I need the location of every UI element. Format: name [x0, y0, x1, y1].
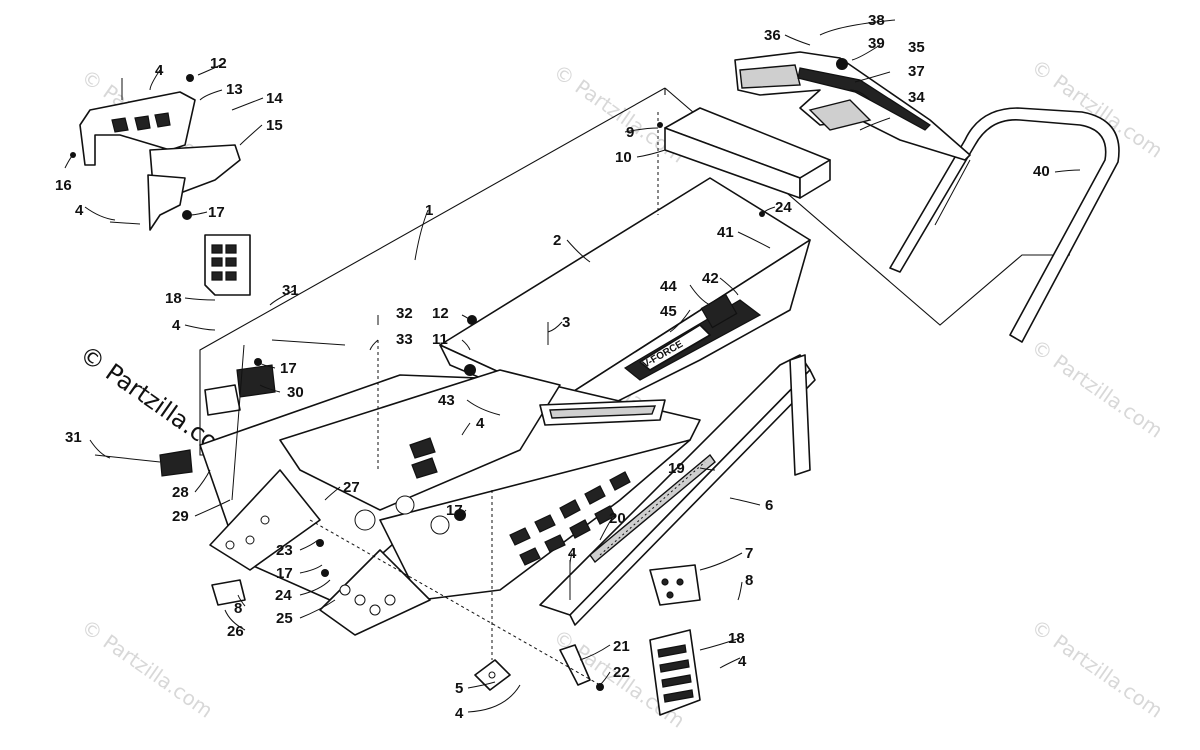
- callout-8: 8: [745, 572, 753, 589]
- callout-36: 36: [764, 27, 781, 44]
- callout-8: 8: [234, 600, 242, 617]
- handwarmer-part: [159, 364, 276, 477]
- callout-17: 17: [208, 204, 225, 221]
- callout-4: 4: [476, 415, 485, 432]
- watermark: © Partzilla.com: [1027, 334, 1167, 442]
- callout-4: 4: [568, 545, 577, 562]
- callout-leaders: [64, 19, 1081, 713]
- callout-35: 35: [908, 39, 925, 56]
- callout-21: 21: [613, 638, 630, 655]
- rear-flap-part: [734, 51, 971, 161]
- callout-17: 17: [446, 502, 463, 519]
- callout-31: 31: [282, 282, 299, 299]
- callout-7: 7: [745, 545, 753, 562]
- callout-44: 44: [660, 278, 677, 295]
- callout-41: 41: [717, 224, 734, 241]
- callout-19: 19: [668, 460, 685, 477]
- callout-17: 17: [280, 360, 297, 377]
- callout-1: 1: [425, 202, 433, 219]
- callout-45: 45: [660, 303, 677, 320]
- callout-25: 25: [276, 610, 293, 627]
- crossmember-part: [539, 399, 666, 426]
- front-bumper-part: [79, 91, 241, 231]
- callout-16: 16: [55, 177, 72, 194]
- callout-18: 18: [728, 630, 745, 647]
- callout-4: 4: [738, 653, 747, 670]
- callout-12: 12: [210, 55, 227, 72]
- callout-18: 18: [165, 290, 182, 307]
- callout-9: 9: [626, 124, 634, 141]
- callout-2: 2: [553, 232, 561, 249]
- callout-26: 26: [227, 623, 244, 640]
- callout-15: 15: [266, 117, 283, 134]
- bracket-26-part: [211, 579, 246, 606]
- callout-12: 12: [432, 305, 449, 322]
- plate-right-part: [649, 629, 701, 716]
- callout-33: 33: [396, 331, 413, 348]
- callout-13: 13: [226, 81, 243, 98]
- callout-22: 22: [613, 664, 630, 681]
- callout-11: 11: [432, 331, 448, 348]
- callout-24: 24: [775, 199, 792, 216]
- callout-6: 6: [765, 497, 773, 514]
- watermark: © Partzilla.com: [1027, 54, 1167, 162]
- callout-20: 20: [609, 510, 626, 527]
- callout-3: 3: [562, 314, 570, 331]
- tunnel-decal-part: V-FORCE: [623, 293, 762, 381]
- bracket-7-part: [649, 564, 701, 606]
- rear-plate-part: [664, 107, 831, 199]
- callout-38: 38: [868, 12, 885, 29]
- callout-39: 39: [868, 35, 885, 52]
- side-rail-part: [589, 453, 716, 564]
- callout-34: 34: [908, 89, 925, 106]
- callout-4: 4: [172, 317, 181, 334]
- callout-17: 17: [276, 565, 293, 582]
- callout-31: 31: [65, 429, 82, 446]
- callout-27: 27: [343, 479, 360, 496]
- callout-4: 4: [155, 62, 164, 79]
- callout-29: 29: [172, 508, 189, 525]
- callout-24: 24: [275, 587, 292, 604]
- watermark: © Partzilla.com: [77, 614, 217, 722]
- chassis-part: [199, 369, 701, 636]
- watermark: © Partzilla.com: [1027, 614, 1167, 722]
- callout-40: 40: [1033, 163, 1050, 180]
- callout-28: 28: [172, 484, 189, 501]
- callout-43: 43: [438, 392, 455, 409]
- callout-23: 23: [276, 542, 293, 559]
- callout-4: 4: [75, 202, 84, 219]
- callout-5: 5: [455, 680, 463, 697]
- callout-14: 14: [266, 90, 283, 107]
- callout-37: 37: [908, 63, 925, 80]
- callout-10: 10: [615, 149, 632, 166]
- callout-42: 42: [702, 270, 719, 287]
- callout-labels: 1 2 3 4 4 4 4 4 4 4 5 6 7 8 8 9 10 11 12…: [55, 12, 1050, 722]
- callout-30: 30: [287, 384, 304, 401]
- callout-32: 32: [396, 305, 413, 322]
- grab-handle-part: [889, 107, 1120, 343]
- plate-left-part: [204, 234, 251, 296]
- callout-4: 4: [455, 705, 464, 722]
- chassis-cutouts: [225, 437, 631, 616]
